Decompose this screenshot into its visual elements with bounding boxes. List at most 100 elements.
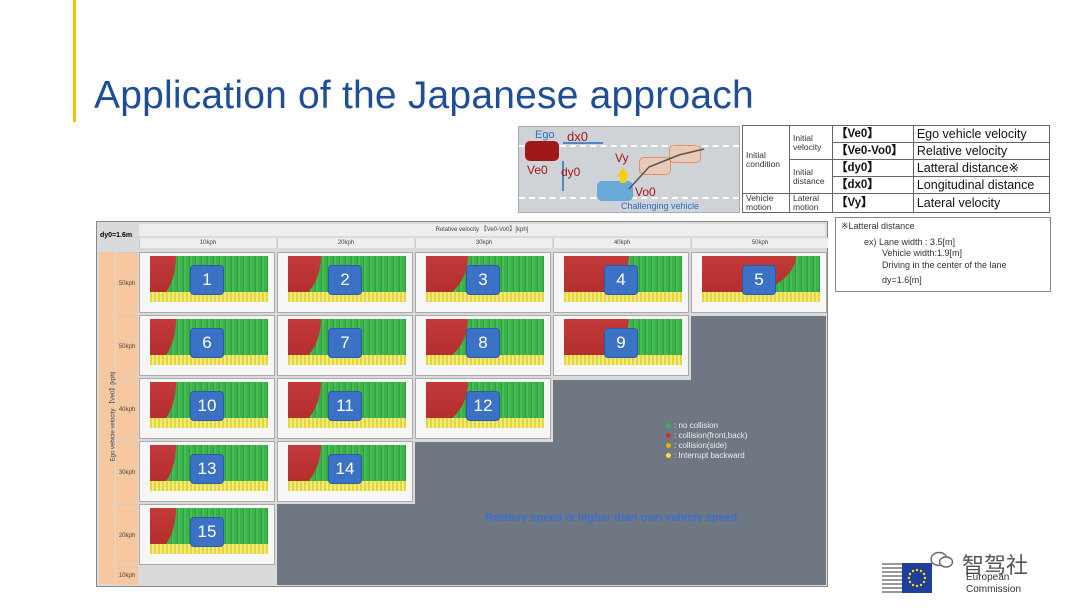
ego-axis-strip bbox=[99, 252, 115, 584]
simulation-matrix: dy0=1.6m Relative velocity 【Ve0-Vo0】[kph… bbox=[96, 221, 828, 587]
result-plot-9: 9 bbox=[553, 315, 689, 376]
row-header-5: 20kph bbox=[116, 504, 138, 568]
not-applicable-area-3 bbox=[553, 380, 826, 442]
column-header-4: 40kph bbox=[553, 238, 690, 248]
row-header-4: 30kph bbox=[116, 441, 138, 505]
legend-collision-side: : collision(side) bbox=[666, 441, 747, 451]
result-plot-6: 6 bbox=[139, 315, 275, 376]
footnote-line2: Vehicle width:1.9[m] bbox=[882, 248, 963, 258]
meaning-vy: Lateral velocity bbox=[912, 193, 1051, 213]
slide-title: Application of the Japanese approach bbox=[94, 74, 754, 117]
sub-lateral-motion: Lateral motion bbox=[789, 193, 833, 213]
row-header-6: 10kph bbox=[116, 567, 138, 585]
interrupt-region bbox=[702, 292, 820, 302]
column-header-1: 10kph bbox=[139, 238, 276, 248]
interrupt-region bbox=[150, 544, 268, 554]
result-plot-area bbox=[288, 445, 406, 491]
eu-stars-icon bbox=[907, 568, 927, 588]
case-number-badge: 2 bbox=[328, 265, 362, 295]
meaning-dy0: Latteral distance※ bbox=[912, 159, 1051, 177]
result-plot-15: 15 bbox=[139, 504, 275, 565]
not-applicable-area bbox=[277, 504, 826, 585]
row-header-1: 50kph bbox=[116, 252, 138, 316]
result-plot-12: 12 bbox=[415, 378, 551, 439]
result-plot-11: 11 bbox=[277, 378, 413, 439]
interrupt-region bbox=[426, 292, 544, 302]
interrupt-region bbox=[564, 292, 682, 302]
case-number-badge: 8 bbox=[466, 328, 500, 358]
result-plot-1: 1 bbox=[139, 252, 275, 313]
meaning-relative: Relative velocity bbox=[912, 142, 1051, 160]
symbol-dy0: 【dy0】 bbox=[832, 159, 914, 177]
group-initial-condition: Initial condition bbox=[742, 125, 790, 194]
meaning-dx0: Longitudinal distance bbox=[912, 176, 1051, 194]
case-number-badge: 7 bbox=[328, 328, 362, 358]
case-number-badge: 15 bbox=[190, 517, 224, 547]
group-vehicle-motion: Vehicle motion bbox=[742, 193, 790, 213]
row-header-2: 50kph bbox=[116, 315, 138, 379]
interrupt-region bbox=[150, 418, 268, 428]
result-plot-5: 5 bbox=[691, 252, 827, 313]
legend-collision-front-back: : collision(front,back) bbox=[666, 431, 747, 441]
watermark-text: 智驾社 bbox=[962, 554, 1029, 579]
accent-bar bbox=[73, 0, 76, 122]
vo0-label: Vo0 bbox=[635, 185, 656, 199]
column-header-2: 20kph bbox=[277, 238, 414, 248]
meaning-ve0: Ego vehicle velocity bbox=[912, 125, 1051, 143]
ego-car bbox=[525, 141, 559, 161]
result-plot-10: 10 bbox=[139, 378, 275, 439]
not-applicable-area-4 bbox=[691, 316, 826, 380]
challenging-car bbox=[597, 181, 633, 201]
sub-initial-distance: Initial distance bbox=[789, 159, 833, 194]
column-header-3: 30kph bbox=[415, 238, 552, 248]
interrupt-region bbox=[150, 355, 268, 365]
sub-initial-velocity: Initial velocity bbox=[789, 125, 833, 160]
interrupt-region bbox=[288, 481, 406, 491]
case-number-badge: 13 bbox=[190, 454, 224, 484]
wechat-icon bbox=[930, 551, 954, 568]
motion-arrows bbox=[562, 142, 705, 191]
challenging-label: Challenging vehicle bbox=[621, 201, 700, 211]
legend-no-collision: : no collision bbox=[666, 421, 747, 431]
interrupt-region bbox=[288, 292, 406, 302]
interrupt-region bbox=[288, 355, 406, 365]
interrupt-region bbox=[150, 292, 268, 302]
footnote-line4: dy=1.6[m] bbox=[882, 275, 922, 285]
interrupt-region bbox=[426, 418, 544, 428]
symbol-relative: 【Ve0-Vo0】 bbox=[832, 142, 914, 160]
legend-interrupt-backward: : Interrupt backward bbox=[666, 451, 747, 461]
interrupt-region bbox=[288, 418, 406, 428]
not-applicable-area-2 bbox=[415, 442, 826, 504]
case-number-badge: 3 bbox=[466, 265, 500, 295]
result-plot-13: 13 bbox=[139, 441, 275, 502]
vy-label: Vy bbox=[615, 151, 629, 165]
result-plot-14: 14 bbox=[277, 441, 413, 502]
legend: : no collision : collision(front,back) :… bbox=[666, 421, 747, 461]
case-number-badge: 14 bbox=[328, 454, 362, 484]
ve0-label: Ve0 bbox=[527, 163, 548, 177]
case-number-badge: 10 bbox=[190, 391, 224, 421]
result-plot-area bbox=[426, 319, 544, 365]
relative-speed-note: Relative speed is higher than own vehicl… bbox=[485, 512, 738, 524]
result-plot-8: 8 bbox=[415, 315, 551, 376]
interrupt-region bbox=[564, 355, 682, 365]
scenario-illustration: Ego dx0 Ve0 dy0 Vy Vo0 Challenging vehic… bbox=[518, 126, 740, 213]
footnote-box: ※Latteral distance ex) Lane width : 3.5[… bbox=[835, 217, 1051, 292]
ego-label: Ego bbox=[535, 129, 555, 141]
footnote-line1: ex) Lane width : 3.5[m] bbox=[864, 237, 956, 247]
interrupt-region bbox=[426, 355, 544, 365]
case-number-badge: 9 bbox=[604, 328, 638, 358]
symbol-ve0: 【Ve0】 bbox=[832, 125, 914, 143]
case-number-badge: 11 bbox=[328, 391, 362, 421]
case-number-badge: 1 bbox=[190, 265, 224, 295]
result-plot-2: 2 bbox=[277, 252, 413, 313]
eu-flag-logo bbox=[902, 563, 932, 593]
result-plot-7: 7 bbox=[277, 315, 413, 376]
result-plot-3: 3 bbox=[415, 252, 551, 313]
dy0-label: dy0 bbox=[561, 165, 581, 179]
interrupt-region bbox=[150, 481, 268, 491]
case-number-badge: 12 bbox=[466, 391, 500, 421]
result-plot-4: 4 bbox=[553, 252, 689, 313]
relative-velocity-header: Relative velocity 【Ve0-Vo0】[kph] bbox=[139, 224, 825, 236]
column-header-5: 50kph bbox=[691, 238, 828, 248]
